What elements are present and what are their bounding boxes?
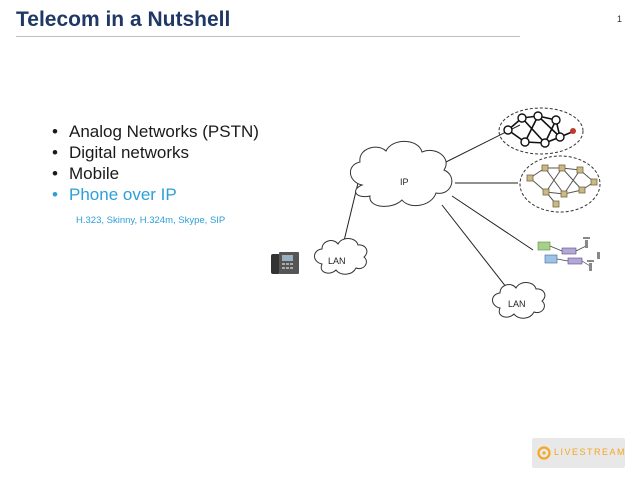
bullet-text: Mobile [69,164,120,183]
ip-cloud [350,140,453,207]
desk-phone-icon [271,252,299,274]
bullet-item-analog: • Analog Networks (PSTN) [52,121,259,142]
link-ip-lan [441,204,511,293]
bullet-dot: • [52,185,58,204]
bullet-dot: • [52,122,58,141]
logo-text: LIVESTREAM [554,447,627,457]
link-lan-ip [342,182,359,246]
bullet-text: Phone over IP [69,185,177,204]
lan-right-cloud-label: LAN [508,299,526,309]
livestream-logo: LIVESTREAM [532,438,625,468]
bullet-dot: • [52,143,58,162]
bullet-text: Analog Networks (PSTN) [69,122,259,141]
logo-mark-icon [537,446,551,460]
slide-title: Telecom in a Nutshell [16,8,231,31]
title-divider [16,36,520,37]
lan-left-cloud [314,238,368,275]
page-number: 1 [617,14,623,24]
ip-cloud-label: IP [400,177,409,187]
protocol-list: H.323, Skinny, H.324m, Skype, SIP [76,215,226,226]
mesh-network [498,107,584,155]
bullet-text: Digital networks [69,143,189,162]
bullet-list: • Analog Networks (PSTN) • Digital network… [52,121,259,205]
lan-left-cloud-label: LAN [328,256,346,266]
bullet-dot: • [52,164,58,183]
bullet-item-mobile: • Mobile [52,163,259,184]
link-ip-mobile [451,195,534,251]
grid-network [519,155,601,213]
lan-right-cloud [492,282,546,319]
bullet-item-voip: • Phone over IP [52,184,259,205]
bullet-item-digital: • Digital networks [52,142,259,163]
mobile-network [537,237,600,271]
